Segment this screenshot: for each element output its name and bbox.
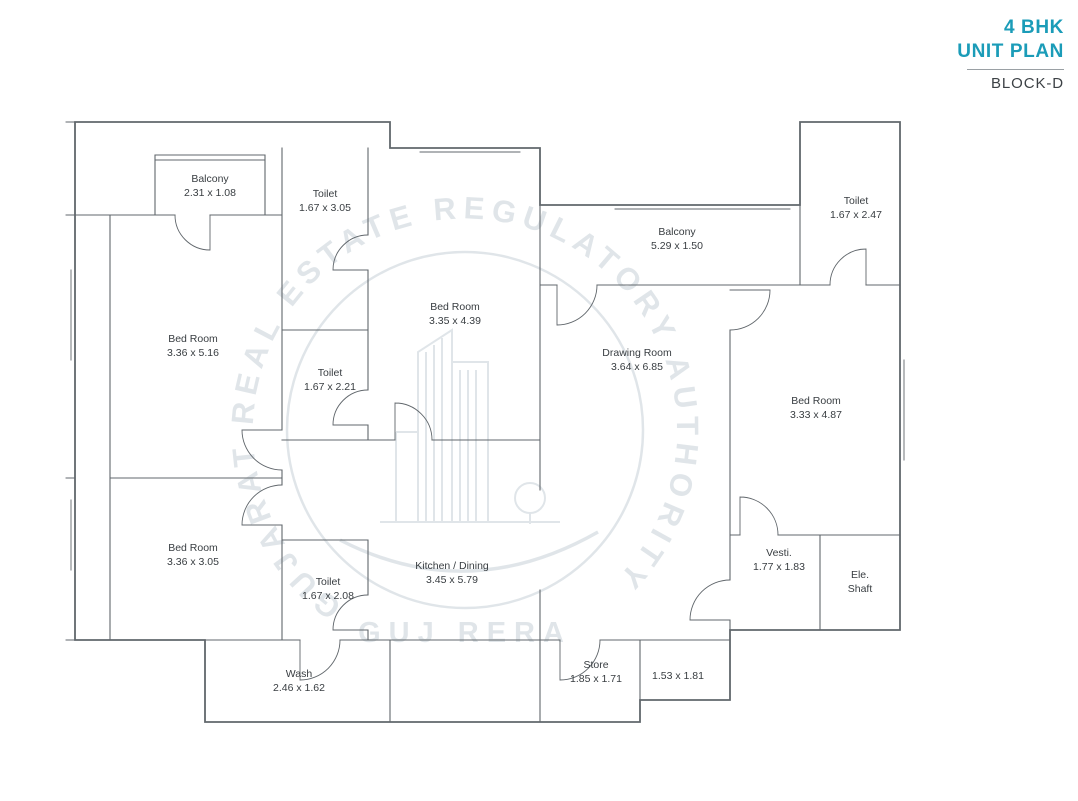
room-name: Drawing Room: [602, 346, 672, 359]
interior-walls: [74, 147, 901, 723]
room-dims: 3.36 x 5.16: [167, 347, 219, 359]
room-label-vestibule: Vesti. 1.77 x 1.83: [753, 546, 805, 574]
room-label-balcony-top-left: Balcony 2.31 x 1.08: [184, 172, 236, 200]
room-dims: 5.29 x 1.50: [651, 240, 703, 252]
room-dims: 3.35 x 4.39: [429, 315, 481, 327]
room-dims: 1.85 x 1.71: [570, 673, 622, 685]
room-name: Toilet: [315, 575, 341, 588]
room-dims: 3.45 x 5.79: [426, 574, 478, 586]
room-label-toilet-mid-left: Toilet 1.67 x 2.21: [304, 366, 356, 394]
room-name: Ele. Shaft: [847, 568, 873, 595]
room-label-toilet-lower-left: Toilet 1.67 x 2.08: [302, 575, 354, 603]
room-name: Toilet: [317, 366, 343, 379]
room-label-bedroom-left-lower: Bed Room 3.36 x 3.05: [167, 541, 219, 569]
room-name: Balcony: [658, 225, 696, 238]
room-name: Balcony: [191, 172, 229, 185]
room-label-kitchen-dining: Kitchen / Dining 3.45 x 5.79: [415, 559, 489, 587]
room-dims: 3.64 x 6.85: [611, 361, 663, 373]
room-name: Wash: [285, 667, 313, 680]
room-label-bedroom-right: Bed Room 3.33 x 4.87: [790, 394, 842, 422]
room-label-store: Store 1.85 x 1.71: [570, 658, 622, 686]
room-dims: 1.67 x 2.21: [304, 381, 356, 393]
room-name: Kitchen / Dining: [415, 559, 489, 572]
room-label-unnamed-space: 1.53 x 1.81: [652, 669, 704, 683]
room-dims: 3.36 x 3.05: [167, 556, 219, 568]
room-name: Vesti.: [766, 546, 792, 559]
exterior-walls: [74, 121, 901, 723]
room-dims: 2.31 x 1.08: [184, 187, 236, 199]
room-label-balcony-top-right: Balcony 5.29 x 1.50: [651, 225, 703, 253]
room-name: Bed Room: [430, 300, 480, 313]
door-swings: [174, 214, 867, 681]
block-label: BLOCK-D: [991, 74, 1064, 92]
room-dims: 1.53 x 1.81: [652, 669, 704, 682]
watermark-gujrera-text: GUJ RERA: [358, 617, 572, 649]
room-name: Bed Room: [168, 541, 218, 554]
title-divider: [967, 68, 1064, 70]
watermark-building-icon: [339, 328, 599, 573]
room-dims: 1.77 x 1.83: [753, 561, 805, 573]
room-name: Bed Room: [168, 332, 218, 345]
room-dims: 1.67 x 3.05: [299, 202, 351, 214]
room-label-bedroom-center: Bed Room 3.35 x 4.39: [429, 300, 481, 328]
room-dims: 3.33 x 4.87: [790, 409, 842, 421]
room-label-wash: Wash 2.46 x 1.62: [273, 667, 325, 695]
room-dims: 2.46 x 1.62: [273, 682, 325, 694]
plan-type-title: 4 BHK: [1003, 17, 1064, 38]
room-label-drawing-room: Drawing Room 3.64 x 6.85: [602, 346, 671, 374]
room-name: Bed Room: [791, 394, 841, 407]
plan-name-title: UNIT PLAN: [957, 40, 1064, 62]
room-label-bedroom-left-upper: Bed Room 3.36 x 5.16: [167, 332, 219, 360]
room-label-toilet-top-right: Toilet 1.67 x 2.47: [830, 194, 882, 222]
room-label-toilet-top-left: Toilet 1.67 x 3.05: [299, 187, 351, 215]
room-dims: 1.67 x 2.47: [830, 209, 882, 221]
room-label-elevator-shaft: Ele. Shaft: [839, 568, 881, 596]
room-name: Store: [583, 658, 609, 671]
room-name: Toilet: [843, 194, 869, 207]
room-dims: 1.67 x 2.08: [302, 590, 354, 602]
plan-title-block: 4 BHK UNIT PLAN BLOCK-D: [957, 16, 1064, 92]
watermark-circle: [285, 250, 645, 610]
window-and-tick-lines: [65, 121, 905, 641]
room-name: Toilet: [312, 187, 338, 200]
